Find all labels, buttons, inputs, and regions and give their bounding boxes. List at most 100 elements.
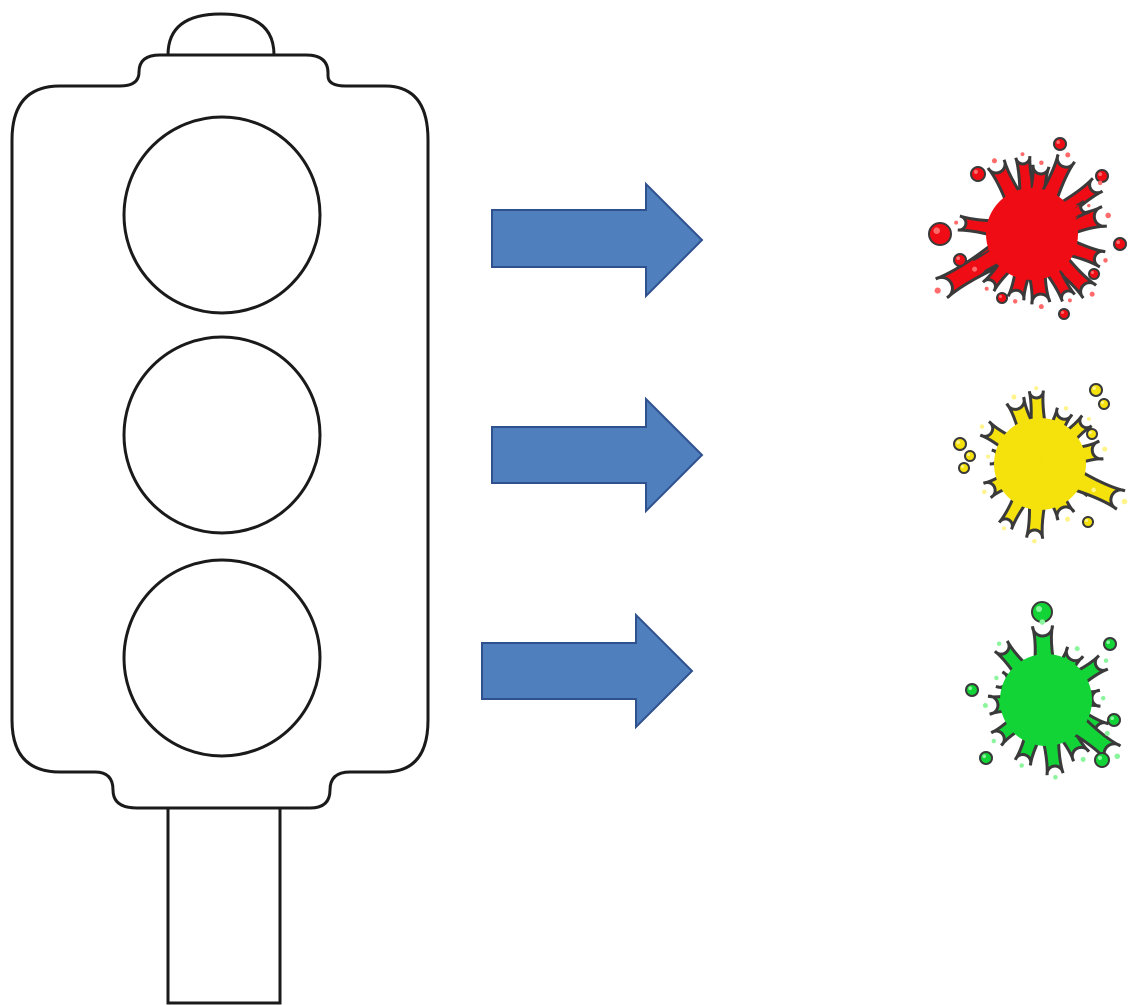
splat-highlight (1105, 213, 1111, 219)
splat-drop (1099, 399, 1109, 409)
splat-drop (966, 684, 978, 696)
splat-highlight (974, 170, 978, 174)
splat-highlight (1065, 517, 1070, 522)
splat-highlight (1011, 395, 1016, 400)
splat-highlight (1064, 406, 1068, 410)
arrow-to-yellow (492, 399, 702, 511)
splat-highlight (1039, 161, 1043, 165)
splat-highlight (1105, 731, 1110, 736)
splat-highlight (1110, 716, 1114, 720)
splat-highlight (968, 686, 972, 690)
splat-highlight (1056, 140, 1060, 144)
splat-highlight (961, 465, 964, 468)
green-paint-splat-icon (966, 602, 1120, 779)
splat-drop (1095, 753, 1109, 767)
lamp-middle-lens (124, 337, 320, 533)
splat-drop (1089, 269, 1099, 279)
splat-highlight (1114, 753, 1120, 759)
splat-highlight (992, 158, 997, 163)
lamp-middle (124, 337, 320, 533)
splat-drop (971, 167, 985, 181)
splat-drop (954, 254, 966, 266)
splat-highlight (1081, 757, 1086, 762)
splat-highlight (1075, 646, 1080, 651)
arrow-to-red (492, 184, 702, 296)
splat-highlight (1085, 519, 1088, 522)
splat-highlight (956, 256, 960, 260)
splat-highlight (1091, 271, 1094, 274)
splat-highlight (1098, 172, 1102, 176)
splat-drop (965, 451, 975, 461)
splat-highlight (982, 490, 986, 494)
splat-drop (997, 293, 1007, 303)
splat-highlight (1087, 417, 1091, 421)
splat-highlight (1122, 499, 1128, 505)
splat-highlight (1091, 488, 1095, 492)
splat-highlight (983, 703, 988, 708)
splat-highlight (982, 754, 986, 758)
splat-highlight (980, 424, 984, 428)
splat-highlight (1090, 292, 1095, 297)
arrows-group (482, 184, 702, 727)
splat-highlight (1087, 204, 1090, 207)
splat-highlight (1089, 431, 1092, 434)
splat-drop (1114, 238, 1126, 250)
splat-drop (1032, 602, 1052, 622)
splat-highlight (956, 440, 960, 444)
splat-highlight (972, 267, 977, 272)
splat-highlight (1053, 775, 1057, 779)
splat-highlight (1098, 756, 1102, 760)
splat-drop (1054, 138, 1066, 150)
lamp-bottom-lens (124, 560, 320, 756)
traffic-light-pole (168, 808, 280, 1003)
splat-highlight (1039, 304, 1044, 309)
splat-highlight (1032, 539, 1036, 543)
splat-highlight (997, 641, 1001, 645)
splat-drop (1059, 309, 1069, 319)
arrow-to-green (482, 615, 692, 727)
splat-highlight (933, 227, 940, 234)
splat-highlight (992, 739, 996, 743)
splat-highlight (1102, 447, 1107, 452)
yellow-paint-splat-icon (954, 384, 1127, 543)
splat-highlight (1101, 401, 1104, 404)
splat-highlight (1013, 299, 1017, 303)
splat-highlight (1103, 258, 1107, 262)
traffic-light (12, 14, 428, 1003)
splat-highlight (954, 221, 958, 225)
splat-drop (980, 752, 992, 764)
splat-highlight (986, 455, 990, 459)
splat-highlight (1065, 152, 1070, 157)
lamp-top (124, 117, 320, 313)
splat-drop (1108, 714, 1120, 726)
splat-highlight (1021, 152, 1025, 156)
lamp-top-lens (124, 117, 320, 313)
splat-highlight (1106, 640, 1110, 644)
splat-highlight (994, 676, 998, 680)
splat-drop (1083, 517, 1093, 527)
splat-drop (929, 223, 951, 245)
splat-highlight (985, 287, 989, 291)
splat-highlight (1116, 240, 1120, 244)
splat-drop (954, 438, 966, 450)
splat-highlight (1061, 311, 1064, 314)
traffic-light-top-cap (168, 14, 274, 55)
splat-highlight (1101, 696, 1105, 700)
splat-highlight (1039, 619, 1045, 625)
splat-highlight (1068, 298, 1072, 302)
splat-highlight (1104, 658, 1108, 662)
splat-drop (1090, 384, 1102, 396)
splat-highlight (1036, 606, 1042, 612)
splat-highlight (1092, 386, 1096, 390)
splat-highlight (1019, 763, 1023, 767)
splat-drop (959, 463, 969, 473)
lamp-bottom (124, 560, 320, 756)
splat-highlight (1002, 526, 1006, 530)
splat-highlight (1034, 386, 1038, 390)
splat-drop (1104, 638, 1116, 650)
red-paint-splat-icon (929, 138, 1126, 319)
splat-highlight (999, 295, 1002, 298)
splat-drop (1087, 429, 1097, 439)
splat-highlight (1098, 181, 1102, 185)
